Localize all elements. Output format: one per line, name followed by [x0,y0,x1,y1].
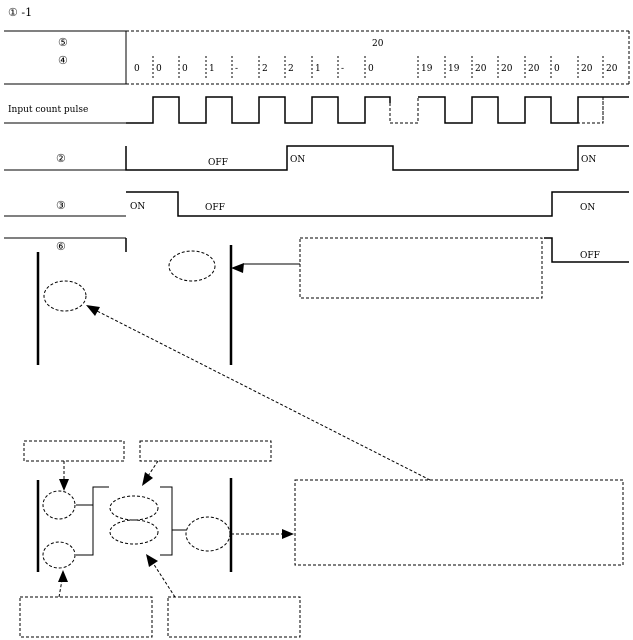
timing-header: ⑤ ④ 20 0 0 0 1 - 2 2 1 - 0 19 19 20 20 20 0 20 20 [4,30,630,85]
top-middle-arrowhead [142,472,153,486]
figure-label: ① -1 [8,6,32,19]
row-3-off: OFF [205,203,225,213]
output-row-2: ② OFF ON ON [4,145,629,171]
count-label: 19 [448,64,460,74]
count-label: 20 [606,64,618,74]
contact-ellipse-bottom [42,541,76,569]
count-label: 0 [156,64,162,74]
count-label: - [341,64,344,74]
row-3-on-end: ON [580,203,595,213]
upper-callout-box [299,237,543,299]
row-6-waveform [544,237,629,263]
count-label: - [235,64,238,74]
count-label: 2 [288,64,294,74]
row-label-2: ② [56,152,66,165]
diagonal-arrowhead [86,305,100,316]
top-middle-label-box [139,440,272,462]
count-label: 2 [262,64,268,74]
contact-ellipse-top [42,490,76,520]
count-label: 20 [528,64,540,74]
count-label: 0 [134,64,140,74]
row-label-3: ③ [56,199,66,212]
row-label-6: ⑥ [56,240,66,253]
input-pulse-dashed [389,97,604,124]
input-pulse-waveform [126,96,629,124]
right-bracket [160,486,173,556]
upper-coil-ellipse [168,250,216,282]
output-row-3: ③ ON OFF ON [4,191,629,217]
bottom-left-label-box [19,596,153,638]
lower-ladder [19,440,624,638]
input-pulse-row: Input count pulse [4,96,629,124]
bottom-left-arrowhead [58,570,68,582]
top-left-arrowhead [59,479,69,491]
row-label-5: ⑤ [58,36,68,49]
row-2-on: ON [290,155,305,165]
count-label: 0 [368,64,374,74]
middle-ellipse-top [109,495,159,521]
count-label: 20 [501,64,513,74]
row-3-waveform [126,191,629,217]
row-6-off-end: OFF [580,251,600,261]
row-2-on-end: ON [581,155,596,165]
count-label: 20 [581,64,593,74]
count-label: 1 [315,64,321,74]
row-label-4: ④ [58,54,68,67]
right-description-box [294,479,624,566]
row-3-on-start: ON [130,202,145,212]
row-2-off: OFF [208,158,228,168]
bottom-middle-arrowhead [146,554,158,567]
count-label: 0 [182,64,188,74]
count-labels: 0 0 0 1 - 2 2 1 - 0 19 19 20 20 20 0 20 20 [134,56,618,78]
middle-ellipse-bottom [109,519,159,545]
output-arrowhead [282,529,294,539]
upper-ladder [36,237,543,481]
count-label: 0 [554,64,560,74]
upper-callout-arrowhead [231,263,244,273]
top-left-label-box [23,440,125,462]
count-label: 19 [421,64,433,74]
row-2-waveform [125,145,629,171]
bottom-middle-label-box [167,596,301,638]
count-label: 20 [475,64,487,74]
output-row-6: ⑥ OFF [4,237,629,263]
left-bracket [76,486,109,556]
upper-contact-ellipse [43,280,87,312]
output-coil-ellipse [185,516,231,552]
row-label-input: Input count pulse [8,105,88,115]
preset-value: 20 [372,39,384,49]
count-label: 1 [209,64,215,74]
